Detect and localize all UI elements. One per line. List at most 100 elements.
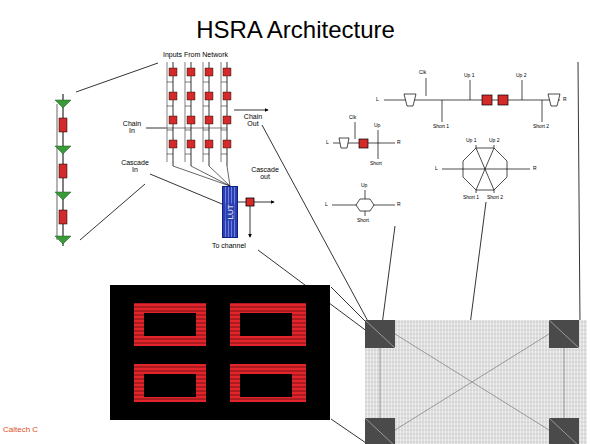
input-column	[209, 62, 210, 166]
switch-wire	[549, 418, 579, 444]
leader-line	[80, 184, 145, 240]
input-wire	[221, 82, 227, 83]
port-name: L	[376, 97, 379, 102]
switch-octagon	[356, 199, 374, 211]
signal-name: Cascade out	[248, 166, 282, 181]
input-register	[169, 140, 177, 148]
switch-wire	[549, 320, 579, 348]
register	[59, 118, 67, 132]
input-register	[205, 68, 213, 76]
port-name: R	[397, 140, 401, 145]
port-name: L	[326, 140, 329, 145]
switch-wire	[365, 402, 587, 403]
switch-diagrams	[332, 78, 560, 216]
register	[482, 95, 492, 105]
switch-octagon	[463, 148, 507, 190]
port-name: L	[325, 202, 328, 207]
port-name: Short 2	[487, 195, 503, 200]
switch-wire	[365, 354, 587, 355]
clock-wire	[426, 78, 427, 96]
logic-block	[146, 62, 274, 237]
switch-wire	[365, 362, 587, 363]
chain-wire	[166, 128, 227, 129]
switch-wire	[365, 386, 587, 387]
port-name: Clk	[419, 70, 426, 75]
array-channel	[110, 402, 330, 420]
port-name: Short	[357, 218, 369, 223]
input-register	[187, 140, 195, 148]
switch-wire	[378, 130, 379, 159]
port-name: Up 1	[464, 73, 475, 78]
port-name: Short 1	[433, 124, 449, 129]
switch-wire	[365, 406, 587, 407]
array-channel	[110, 346, 330, 364]
port-name: Short	[370, 161, 382, 166]
switch-wire	[522, 80, 523, 100]
chain-wire	[57, 104, 58, 240]
input-wire	[221, 130, 227, 131]
lut-input-wire	[209, 166, 230, 186]
input-wire	[185, 82, 191, 83]
port-name: Up 1	[466, 138, 477, 143]
input-wire	[203, 106, 209, 107]
switch-wire	[365, 390, 587, 391]
input-register	[223, 68, 231, 76]
switch-wire	[564, 348, 565, 418]
leader-line	[76, 63, 158, 92]
switch-wire	[494, 145, 495, 148]
input-register	[223, 140, 231, 148]
switch-wire	[507, 169, 530, 170]
input-wire	[203, 154, 209, 155]
switch-wire	[365, 382, 587, 383]
signal-name: To channel	[212, 242, 246, 249]
lut-input-wire	[191, 166, 230, 186]
switch-wire	[463, 169, 507, 170]
lut-out-wire	[238, 202, 246, 203]
array-block	[144, 313, 196, 336]
input-register	[169, 92, 177, 100]
input-column	[191, 62, 192, 166]
lut-input-wire	[173, 166, 230, 186]
input-wire	[185, 130, 191, 131]
input-column	[227, 62, 228, 166]
switch-wire	[395, 334, 549, 430]
port-name: L	[435, 166, 438, 171]
port-name: Up	[374, 123, 380, 128]
switch-wire	[365, 366, 587, 367]
switch-wire	[365, 370, 587, 371]
input-register	[223, 92, 231, 100]
signal-name: Chain Out	[240, 113, 266, 128]
mux-symbol	[548, 94, 560, 106]
mux-symbol	[55, 100, 71, 108]
switch-wire	[365, 320, 395, 348]
switch-wire	[365, 414, 587, 415]
register	[59, 210, 67, 224]
port-name: Clk	[349, 115, 356, 120]
cascade-out-wire	[254, 202, 274, 203]
input-wire	[203, 130, 209, 131]
carry-chain	[55, 94, 71, 246]
array-block	[240, 313, 292, 336]
switch-wire	[442, 169, 463, 170]
switch-array	[365, 320, 587, 444]
array-channel	[110, 285, 330, 303]
mux-symbol	[404, 94, 416, 106]
switch-wire	[365, 398, 587, 399]
input-column	[173, 62, 174, 166]
port-name: R	[533, 166, 537, 171]
leader-line	[382, 226, 395, 325]
switch-wire	[395, 334, 549, 430]
array-block	[144, 374, 196, 397]
slide-title: HSRA Architecture	[0, 16, 591, 44]
input-wire	[221, 154, 227, 155]
switch-box	[365, 320, 395, 348]
switch-wire	[470, 80, 471, 100]
switch-wire	[365, 374, 587, 375]
array-layout	[110, 285, 330, 420]
lut-input-wire	[227, 166, 230, 186]
lut-box: LUT	[222, 186, 238, 238]
network-input-label: Inputs From Network	[163, 51, 228, 58]
switch-wire	[542, 100, 543, 122]
input-wire	[185, 106, 191, 107]
